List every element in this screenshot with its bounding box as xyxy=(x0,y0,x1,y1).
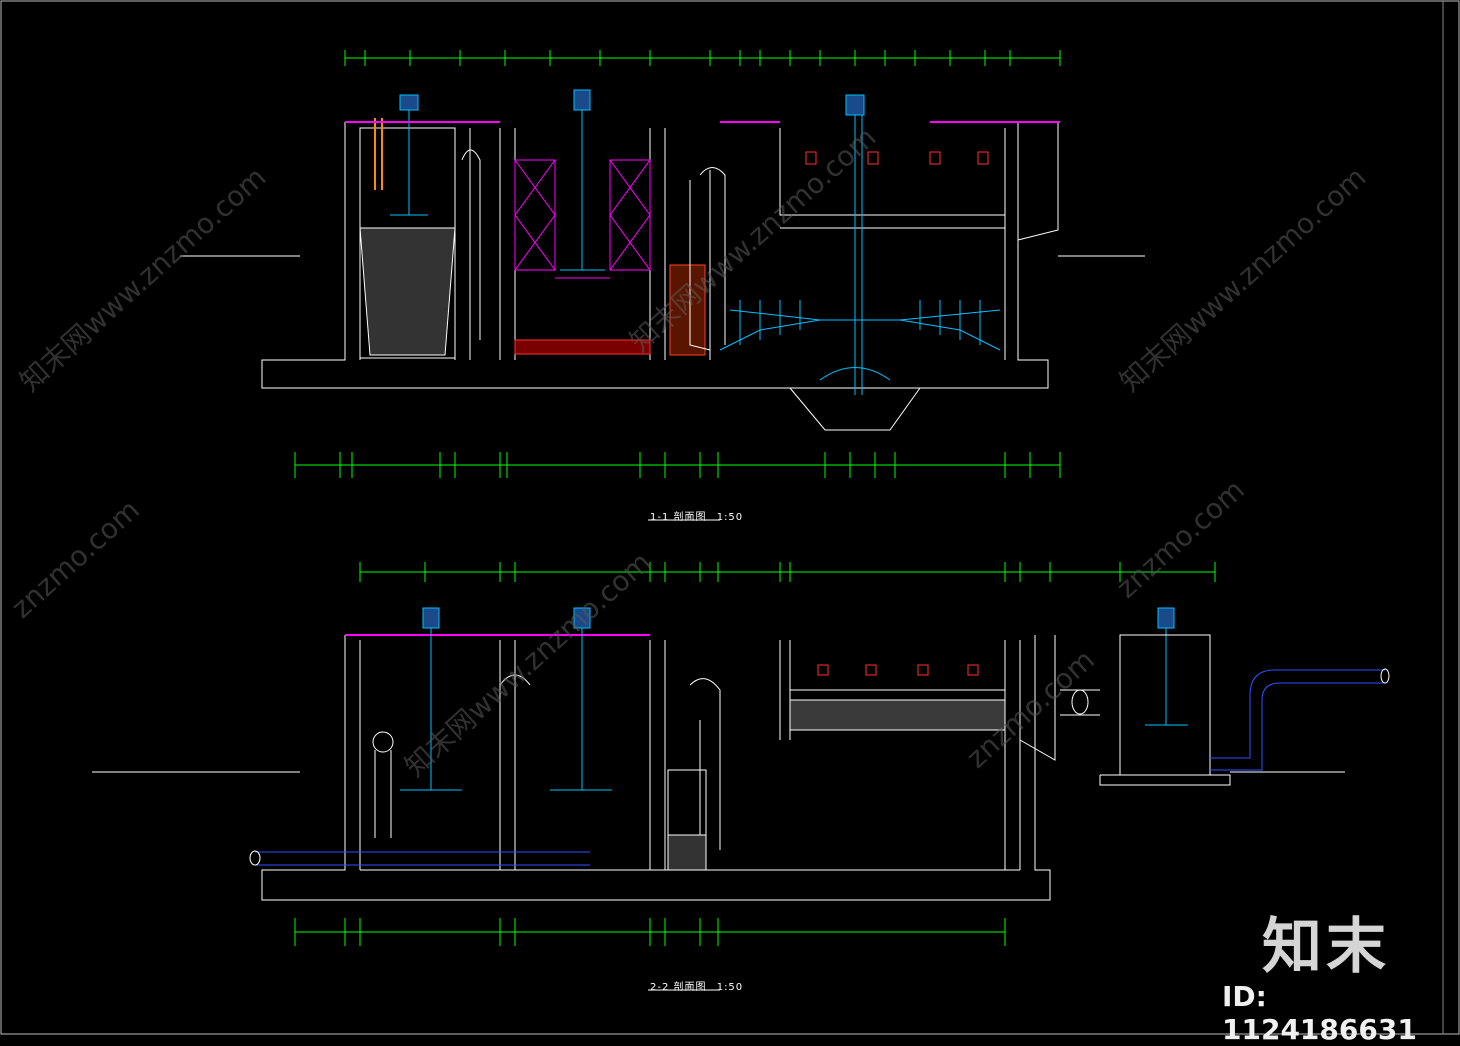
packing-frames xyxy=(514,159,651,279)
effluent-pipe xyxy=(1210,668,1390,771)
media-bed xyxy=(789,699,1006,731)
weirs-2 xyxy=(817,664,979,676)
section-2-2 xyxy=(92,562,1390,991)
mixer-1 xyxy=(390,94,428,216)
sludge-hopper xyxy=(789,387,921,431)
bottom-dimension-chain-1 xyxy=(294,452,1061,478)
mixer-4 xyxy=(550,607,612,791)
top-dimension-chain-1 xyxy=(344,50,1061,66)
clarifier-scraper xyxy=(719,94,1001,395)
image-id-label: ID: 1124186631 xyxy=(1222,980,1417,1046)
mixer-3 xyxy=(400,607,462,791)
top-dimension-chain-2 xyxy=(359,562,1216,582)
section-2-2-title: 2-2 剖面图 xyxy=(650,982,707,993)
mixer-2 xyxy=(560,89,605,271)
brand-logo: 知末 xyxy=(1262,912,1390,982)
weirs xyxy=(805,151,989,165)
section-1-1-title: 1-1 剖面图 xyxy=(650,512,707,523)
bottom-dimension-chain-2 xyxy=(294,918,1006,946)
section-1-1 xyxy=(180,50,1145,521)
section-2-2-scale: 1:50 xyxy=(716,982,744,993)
side-packing xyxy=(669,264,706,356)
bottom-packing xyxy=(514,339,651,355)
section-2-2-caption: 2-2 剖面图 1:50 xyxy=(650,978,743,993)
influent-pipe xyxy=(249,850,590,866)
section-1-1-caption: 1-1 剖面图 1:50 xyxy=(650,508,743,523)
filter-media-1 xyxy=(359,227,456,356)
section-1-1-scale: 1:50 xyxy=(716,512,744,523)
mixer-5 xyxy=(1145,607,1188,726)
